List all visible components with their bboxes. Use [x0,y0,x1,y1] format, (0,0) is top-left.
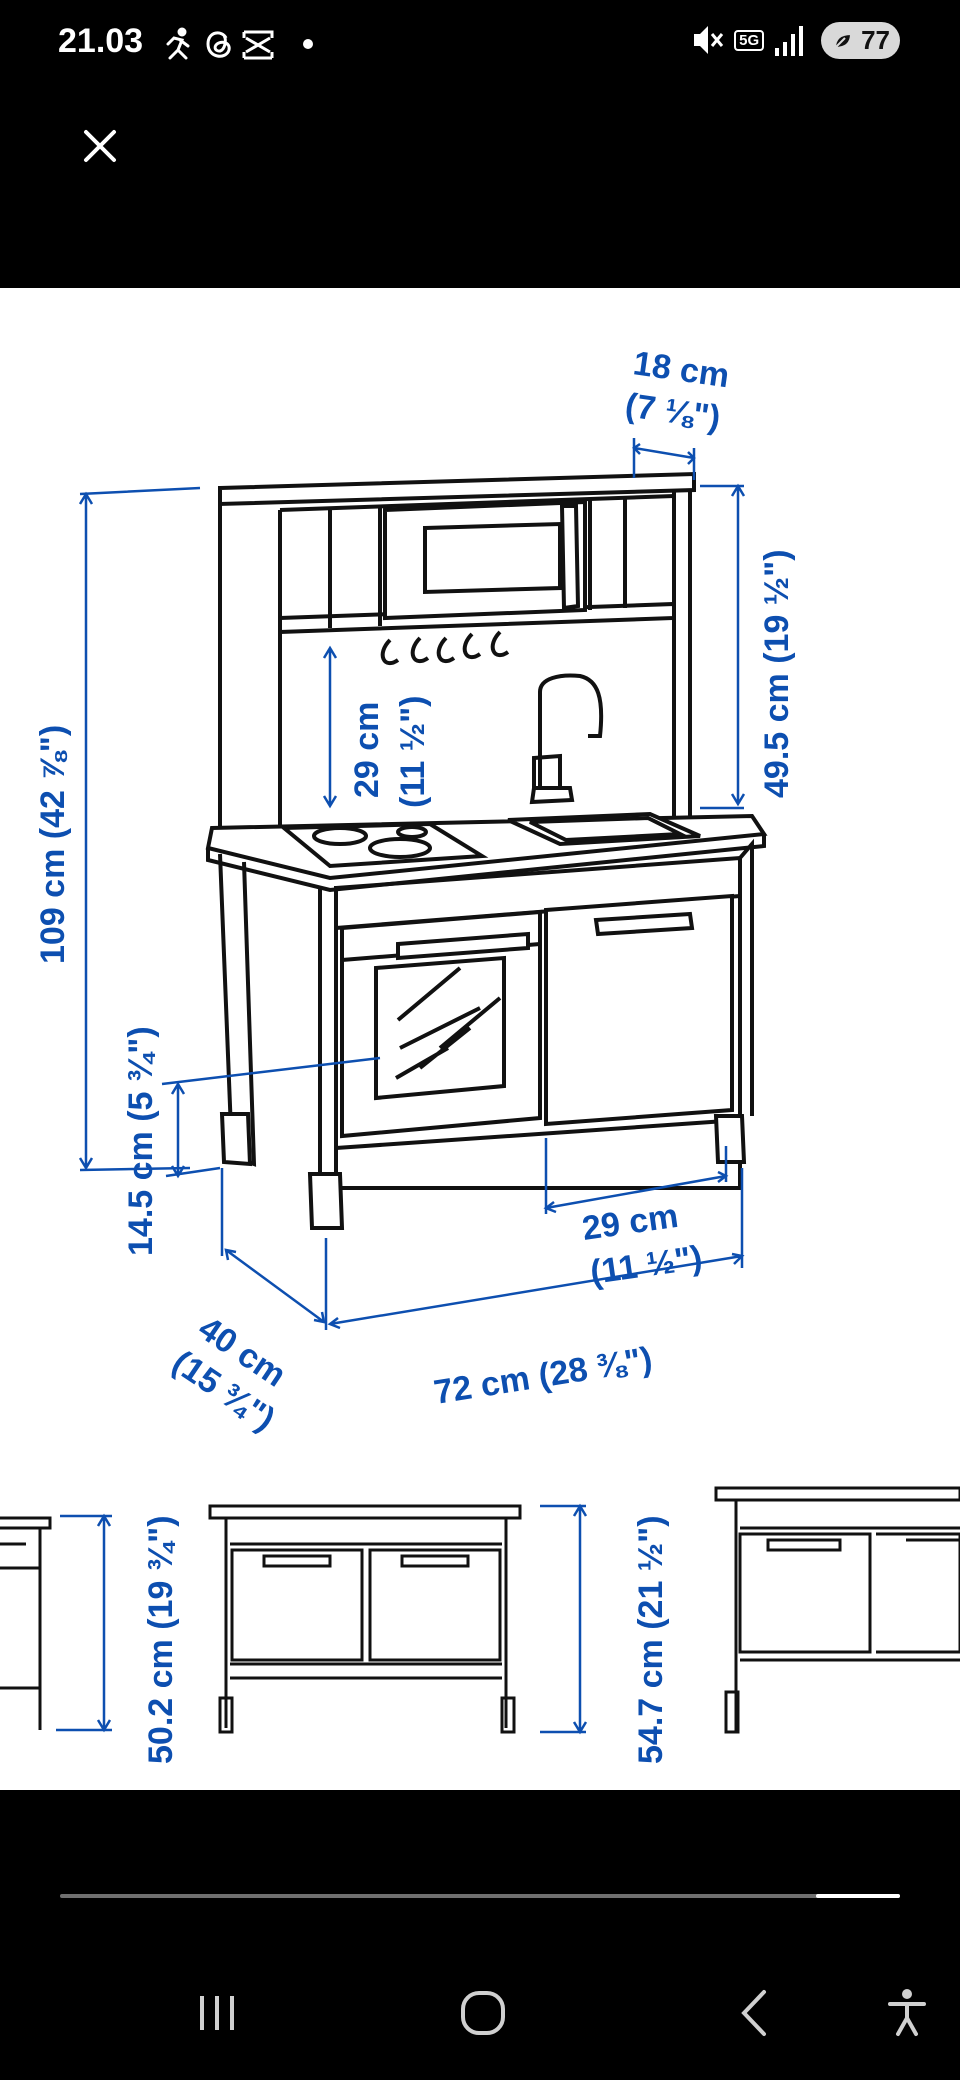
dimension-lines [78,438,746,1330]
kitchen-line-art [205,471,768,1230]
home-button[interactable] [448,1978,518,2048]
close-icon [84,130,116,162]
image-position-bar[interactable] [60,1894,900,1898]
activity-icon [166,27,190,60]
lower-dimension-lines [56,1503,588,1735]
dim-shelf-gap-cm: 29 cm [348,702,386,798]
status-time: 21.03 [58,22,144,60]
battery-level: 77 [861,24,890,55]
battery-saver-icon [834,32,853,49]
dim-leg-height: 14.5 cm (5 ¾") [122,1026,160,1256]
threads-icon [206,31,231,58]
capcut-icon [242,30,274,60]
dim-depth-top-cm: 18 cm [631,344,732,395]
dim-upper-height: 49.5 cm (19 ½") [758,549,796,798]
dim-lower-height-b: 54.7 cm (21 ½") [632,1515,670,1764]
battery-indicator: 77 [821,21,900,59]
dim-cabinet-width-in: (11 ½") [588,1239,705,1292]
accessibility-button[interactable] [872,1978,942,2048]
dim-cabinet-width-cm: 29 cm [580,1197,681,1248]
status-bar: 21.03 5G [0,0,960,90]
back-icon [741,1990,766,2036]
back-button[interactable] [720,1978,790,2048]
system-nav-bar [0,1960,960,2080]
svg-text:18 cm: 18 cm [631,344,732,395]
accessibility-icon [888,1989,926,2036]
image-position-indicator [816,1894,900,1898]
dim-total-height: 109 cm (42 ⅞") [34,725,72,964]
mute-icon [693,26,723,54]
svg-text:(7 ⅛"): (7 ⅛") [623,386,723,437]
network-5g-label: 5G [734,29,765,51]
dim-shelf-gap-in: (11 ½") [394,695,432,808]
kitchen-dimension-drawing: 18 cm (7 ⅛") 49.5 cm (19 ½") 109 cm (42 … [0,344,960,1764]
dim-lower-height-a: 50.2 cm (19 ¾") [142,1515,180,1764]
recents-icon [200,1996,234,2030]
status-right: 5G 77 [690,20,900,68]
product-image-viewer[interactable]: 18 cm (7 ⅛") 49.5 cm (19 ½") 109 cm (42 … [0,288,960,1790]
dim-depth-top-in: (7 ⅛") [623,386,723,437]
status-app-icons [160,24,330,64]
signal-icon [774,26,803,56]
dim-width: 72 cm (28 ⅜") [431,1340,654,1412]
close-button[interactable] [78,124,122,168]
recents-button[interactable] [182,1978,252,2048]
notification-dot-icon [303,39,313,49]
lower-elevations [0,1486,960,1734]
home-icon [461,1991,505,2035]
